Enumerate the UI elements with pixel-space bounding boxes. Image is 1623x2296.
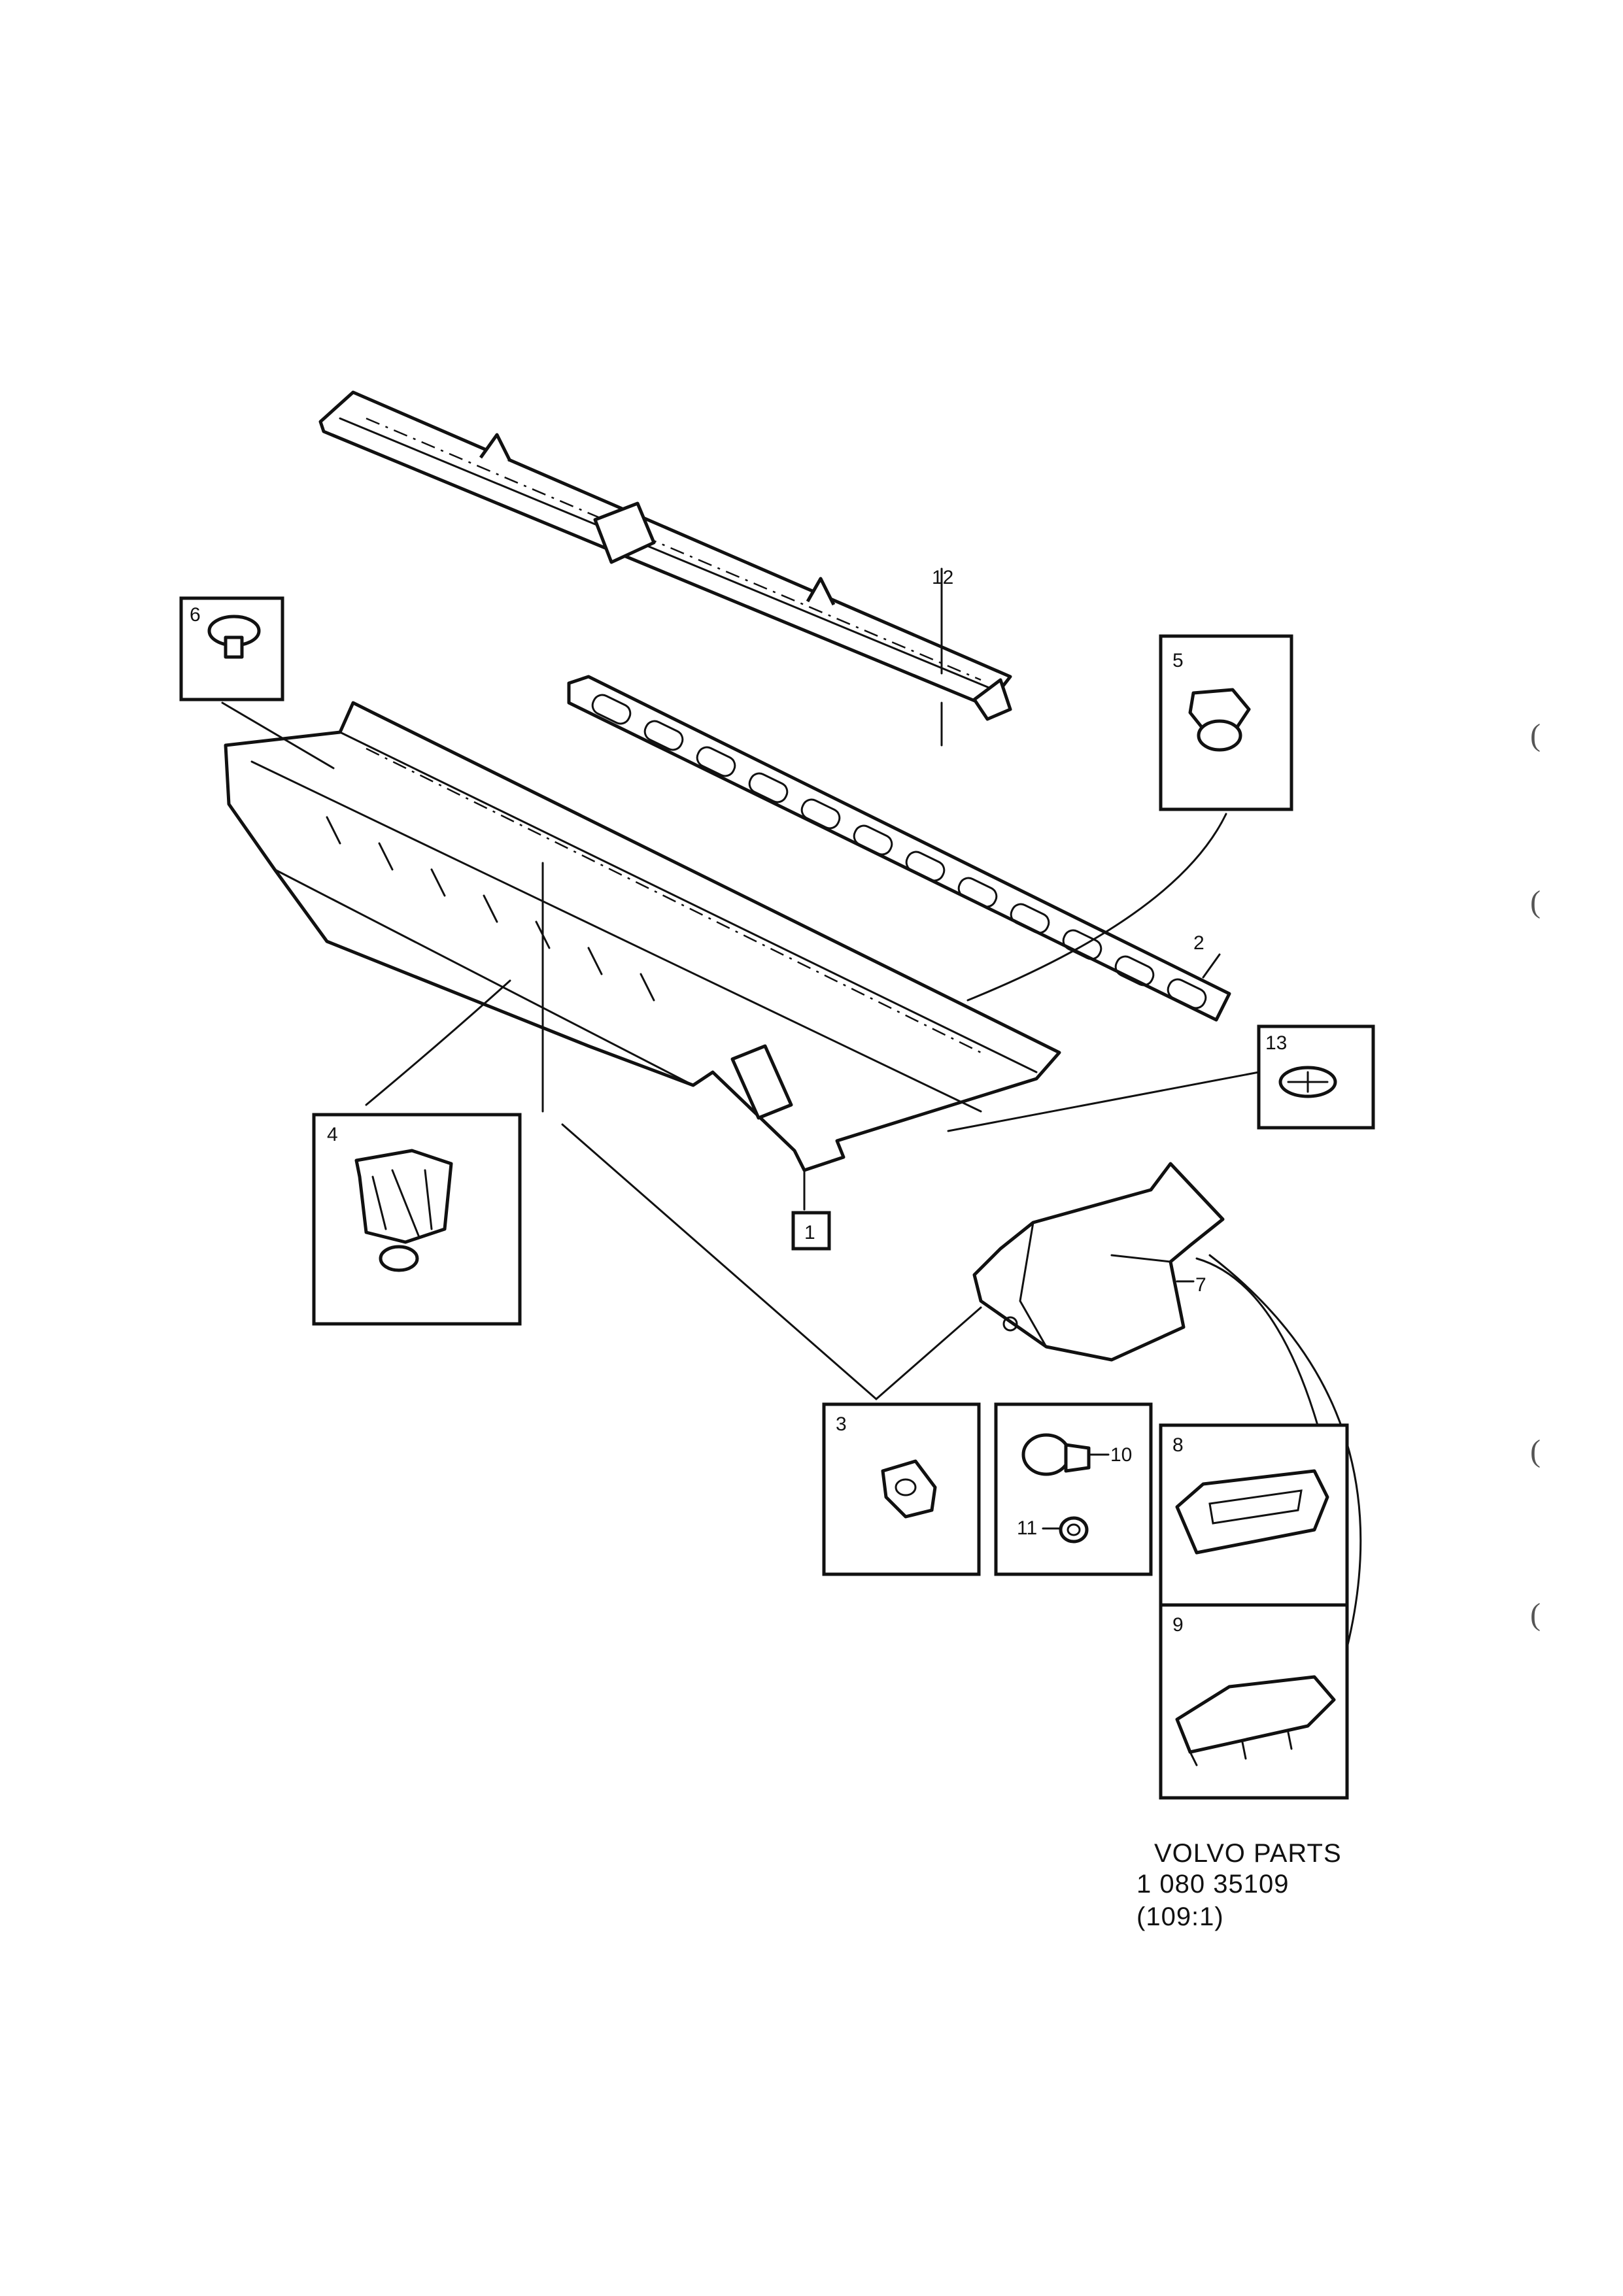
- catalog-caption: VOLVO PARTS 1 080 35109 (109:1): [1136, 1839, 1342, 1931]
- caption-line2: 1 080 35109: [1136, 1870, 1289, 1899]
- box-3: 3: [822, 1402, 981, 1576]
- margin-mark-1: (: [1530, 718, 1541, 752]
- box-5: 5: [1159, 634, 1293, 811]
- margin-mark-3: (: [1530, 1434, 1541, 1468]
- box-10-11: 10 11: [994, 1402, 1153, 1576]
- callout-9: 9: [1172, 1614, 1184, 1636]
- margin-marks: ( ( ( (: [1530, 718, 1541, 1632]
- box-1: 1: [791, 1211, 831, 1251]
- callout-4: 4: [327, 1124, 338, 1145]
- part-7-duct: [972, 1162, 1225, 1362]
- callout-8: 8: [1172, 1434, 1184, 1456]
- box-13: 13: [1257, 1024, 1375, 1130]
- margin-mark-4: (: [1530, 1597, 1541, 1632]
- part-12-rail: [318, 390, 1012, 721]
- callout-1: 1: [804, 1222, 815, 1243]
- caption-line1: VOLVO PARTS: [1154, 1839, 1342, 1868]
- callout-6: 6: [190, 604, 201, 626]
- box-4: 4: [312, 1113, 522, 1326]
- callout-12: 12: [932, 567, 953, 588]
- vent-slots: [591, 694, 1207, 1009]
- callout-11: 11: [1017, 1517, 1037, 1539]
- margin-mark-2: (: [1530, 885, 1541, 919]
- callout-10: 10: [1110, 1444, 1132, 1466]
- callout-5: 5: [1172, 650, 1184, 671]
- callout-2: 2: [1193, 932, 1204, 954]
- caption-line3: (109:1): [1136, 1902, 1224, 1931]
- callout-7: 7: [1195, 1274, 1206, 1296]
- leader-lines: [221, 701, 1362, 1649]
- callout-3: 3: [836, 1413, 847, 1435]
- box-8: 8: [1159, 1423, 1349, 1607]
- part-2-vent-strip: [567, 675, 1231, 1022]
- box-9: 9: [1159, 1603, 1349, 1800]
- part-1-shelf: [224, 701, 1061, 1172]
- callout-13: 13: [1265, 1032, 1287, 1054]
- box-6: 6: [179, 596, 284, 701]
